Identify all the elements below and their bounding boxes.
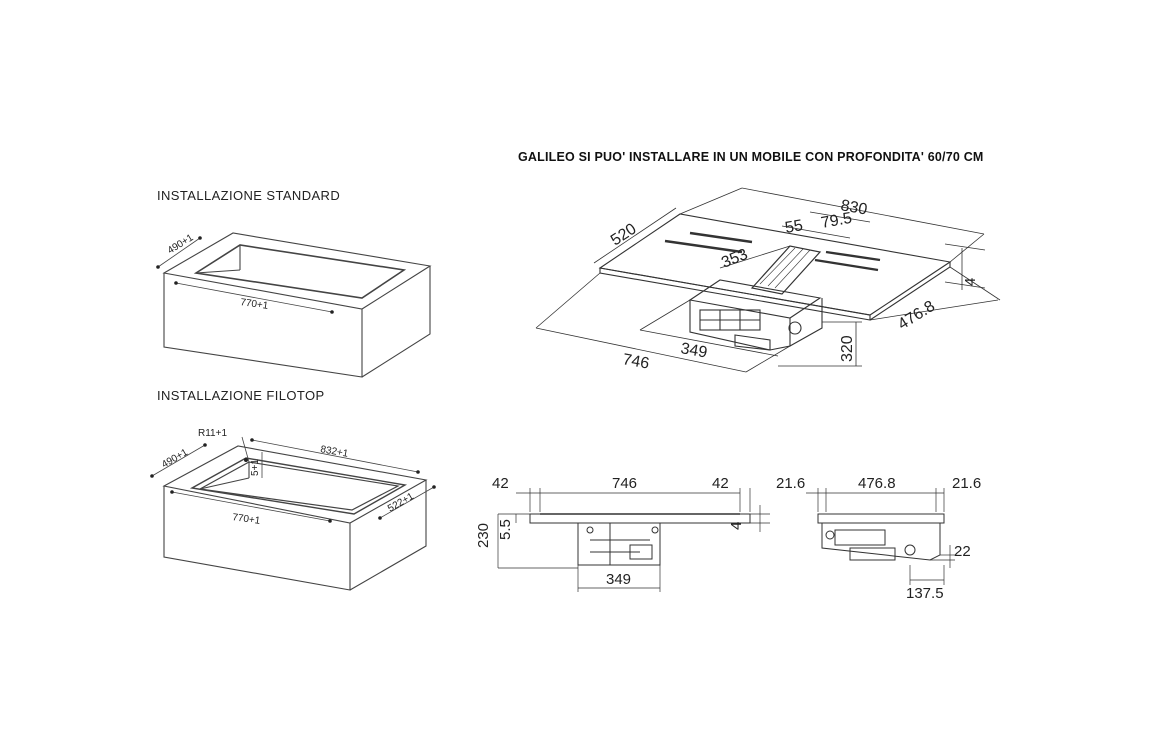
filotop-cabinet: [151, 436, 435, 591]
standard-top: [162, 232, 432, 310]
front-right-label: 42: [712, 475, 729, 492]
standard-cabinet: [157, 232, 432, 378]
filotop-side: [349, 480, 427, 591]
front-width-label: 746: [612, 475, 637, 492]
standard-side: [361, 266, 431, 378]
side-right-label: 21.6: [952, 475, 981, 492]
front-total-h-label: 230: [475, 523, 492, 548]
side-depth-label: 137.5: [906, 585, 944, 602]
iso-thickness-label: 4: [962, 278, 979, 286]
filotop-step-label: 5+1: [250, 459, 261, 476]
front-left-label: 42: [492, 475, 509, 492]
iso-width-label: 830: [839, 197, 868, 218]
side-view: [806, 488, 955, 585]
filotop-title: INSTALLAZIONE FILOTOP: [157, 388, 325, 403]
iso-bottom-width-label: 746: [621, 351, 650, 372]
standard-front: [163, 273, 363, 378]
filotop-inner-cut: [198, 461, 400, 511]
headline: GALILEO SI PUO' INSTALLARE IN UN MOBILE …: [518, 150, 984, 164]
standard-title: INSTALLAZIONE STANDARD: [157, 188, 341, 203]
filotop-outer-width-label: 832+1: [319, 444, 349, 460]
hob-isometric: [598, 213, 952, 351]
filotop-outer-cut: [189, 457, 408, 515]
front-glass-h-label: 5.5: [497, 519, 514, 540]
filotop-radius-label: R11+1: [198, 428, 227, 439]
front-thick-label: 4: [728, 522, 745, 530]
side-width-label: 476.8: [858, 475, 896, 492]
front-view: [497, 488, 770, 592]
iso-height-label: 320: [839, 335, 856, 362]
side-h-label: 22: [954, 543, 971, 560]
hob-vent: [750, 245, 822, 295]
hob-glass-edge: [599, 267, 871, 321]
filotop-front: [163, 486, 351, 591]
standard-width-label: 770+1: [240, 297, 270, 312]
iso-side-label: 476.8: [895, 298, 938, 334]
side-left-label: 21.6: [776, 475, 805, 492]
iso-a-label: 55: [784, 217, 805, 237]
hob-iso-dims: [535, 187, 1001, 373]
hob-glass-top: [598, 213, 952, 316]
filotop-width-label: 770+1: [232, 512, 262, 527]
standard-cutout: [193, 244, 407, 299]
front-motor-label: 349: [606, 571, 631, 588]
iso-motor-width-label: 349: [679, 340, 708, 361]
iso-b-label: 79.5: [820, 210, 854, 232]
filotop-depth-label: 490+1: [160, 447, 190, 471]
